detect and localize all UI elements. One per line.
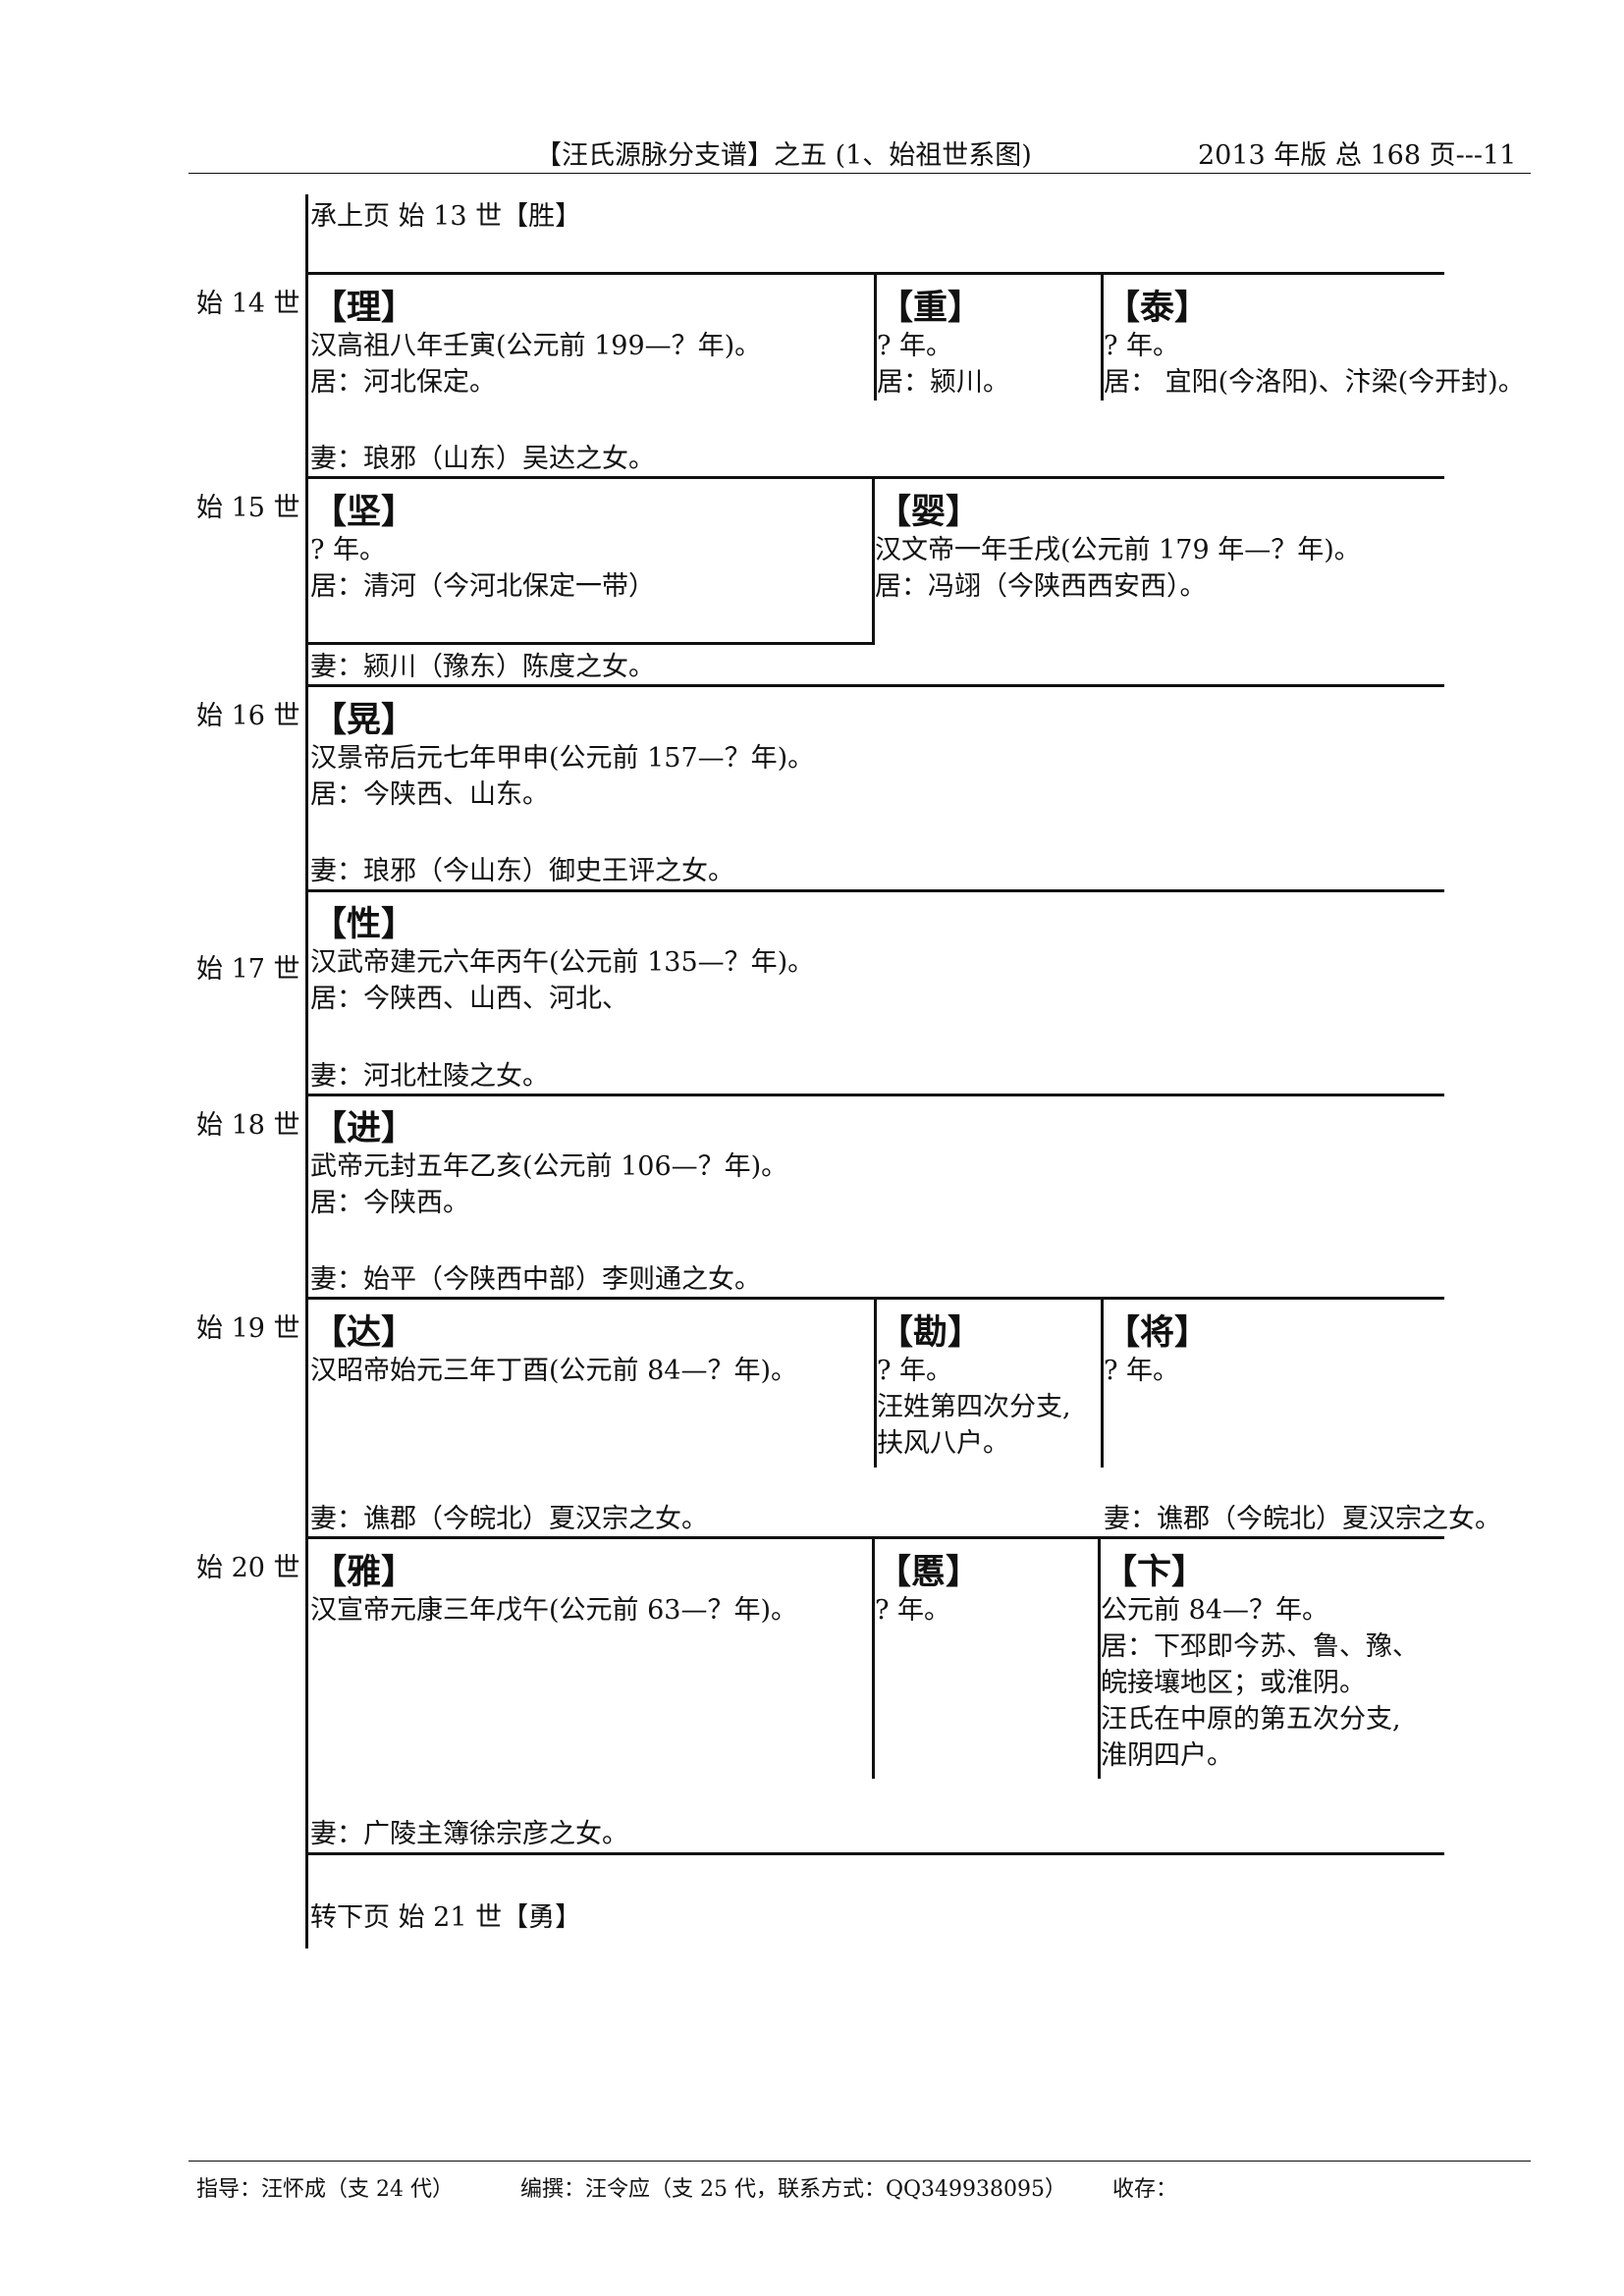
person-line: 皖接壤地区；或淮阴。 bbox=[1101, 1668, 1366, 1698]
person-line: 居：颍川。 bbox=[877, 367, 1009, 398]
gen15-rule bbox=[305, 476, 1444, 479]
wife-line: 妻：谯郡（今皖北）夏汉宗之女。 bbox=[310, 1504, 708, 1534]
gen19-label: 始 19 世 bbox=[196, 1313, 300, 1344]
gen20-label: 始 20 世 bbox=[196, 1553, 300, 1583]
person-line: 居：下邳即今苏、鲁、豫、 bbox=[1101, 1631, 1419, 1662]
person-line: ? 年。 bbox=[877, 331, 953, 361]
gen16-rule bbox=[305, 684, 1444, 687]
person-line: 汉昭帝始元三年丁酉(公元前 84—？年)。 bbox=[310, 1356, 798, 1386]
person-name: 【将】 bbox=[1106, 1313, 1210, 1353]
person-name: 【进】 bbox=[312, 1109, 416, 1148]
gen17-rule bbox=[305, 889, 1444, 892]
gen18-rule bbox=[305, 1094, 1444, 1096]
person-line: ? 年。 bbox=[875, 1595, 951, 1626]
person-name: 【勘】 bbox=[879, 1313, 983, 1353]
branch-line bbox=[874, 1297, 877, 1468]
header-rule bbox=[189, 173, 1531, 174]
trunk-line bbox=[305, 194, 308, 1949]
bottom-rule bbox=[305, 1852, 1444, 1855]
person-line: 公元前 84—？年。 bbox=[1101, 1595, 1328, 1626]
person-line: 居：清河（今河北保定一带） bbox=[310, 571, 655, 602]
header-edition: 2013 年版 总 168 页---11 bbox=[1198, 140, 1517, 171]
branch-bottom-line bbox=[305, 642, 875, 645]
person-line: 居：冯翊（今陕西西安西）。 bbox=[875, 571, 1207, 602]
person-name: 【慝】 bbox=[877, 1553, 981, 1592]
header-title: 【汪氏源脉分支谱】之五 (1、始祖世系图) bbox=[535, 140, 1032, 171]
wife-line: 妻：始平（今陕西中部）李则通之女。 bbox=[310, 1264, 761, 1295]
gen17-label: 始 17 世 bbox=[196, 954, 300, 985]
person-line: ? 年。 bbox=[877, 1356, 953, 1386]
branch-line bbox=[874, 272, 877, 400]
gen16-label: 始 16 世 bbox=[196, 701, 300, 731]
person-name: 【达】 bbox=[312, 1313, 416, 1353]
person-line: ? 年。 bbox=[310, 535, 387, 565]
branch-line bbox=[1098, 1536, 1101, 1779]
person-line: 居：今陕西、山西、河北、 bbox=[310, 984, 628, 1014]
gen18-label: 始 18 世 bbox=[196, 1110, 300, 1141]
wife-line: 妻：琅邪（山东）吴达之女。 bbox=[310, 444, 655, 474]
branch-line bbox=[872, 476, 875, 645]
wife-line: 妻：河北杜陵之女。 bbox=[310, 1061, 549, 1092]
person-name: 【坚】 bbox=[312, 493, 416, 532]
gen14-label: 始 14 世 bbox=[196, 289, 300, 319]
person-line: 汉景帝后元七年甲申(公元前 157—？年)。 bbox=[310, 743, 815, 774]
person-line: 居： 宜阳(今洛阳)、汴梁(今开封)。 bbox=[1104, 367, 1525, 398]
footer-guide: 指导：汪怀成（支 24 代） bbox=[196, 2177, 454, 2202]
person-name: 【婴】 bbox=[877, 493, 981, 532]
person-line: 居：河北保定。 bbox=[310, 367, 496, 398]
continue-to: 转下页 始 21 世【勇】 bbox=[310, 1902, 582, 1933]
person-name: 【理】 bbox=[312, 289, 416, 328]
person-line: 汉文帝一年壬戌(公元前 179 年—？年)。 bbox=[875, 535, 1361, 565]
branch-line bbox=[1101, 272, 1104, 400]
person-line: 汉武帝建元六年丙午(公元前 135—？年)。 bbox=[310, 947, 815, 978]
person-name: 【卞】 bbox=[1103, 1553, 1207, 1592]
person-line: ? 年。 bbox=[1104, 331, 1180, 361]
person-line: 扶风八户。 bbox=[877, 1428, 1009, 1459]
footer-collect: 收存： bbox=[1112, 2177, 1178, 2202]
wife-line: 妻：谯郡（今皖北）夏汉宗之女。 bbox=[1104, 1504, 1501, 1534]
person-line: 居：今陕西。 bbox=[310, 1188, 469, 1218]
person-line: 汉高祖八年壬寅(公元前 199—？年)。 bbox=[310, 331, 762, 361]
wife-line: 妻：颍川（豫东）陈度之女。 bbox=[310, 652, 655, 682]
gen20-rule bbox=[305, 1536, 1444, 1539]
person-line: 淮阴四户。 bbox=[1101, 1740, 1233, 1771]
person-line: ? 年。 bbox=[1104, 1356, 1180, 1386]
person-line: 汪姓第四次分支, bbox=[877, 1392, 1071, 1422]
person-name: 【泰】 bbox=[1106, 289, 1210, 328]
person-line: 汪氏在中原的第五次分支, bbox=[1101, 1704, 1401, 1735]
footer-rule bbox=[189, 2161, 1531, 2162]
person-name: 【重】 bbox=[879, 289, 983, 328]
branch-line bbox=[872, 1536, 875, 1779]
person-line: 武帝元封五年乙亥(公元前 106—？年)。 bbox=[310, 1151, 788, 1182]
person-name: 【晃】 bbox=[312, 701, 416, 740]
footer-editor: 编撰：汪令应（支 25 代，联系方式：QQ349938095） bbox=[520, 2177, 1067, 2202]
branch-line bbox=[1101, 1297, 1104, 1468]
person-name: 【性】 bbox=[312, 905, 416, 944]
continue-from: 承上页 始 13 世【胜】 bbox=[310, 201, 582, 232]
gen15-label: 始 15 世 bbox=[196, 493, 300, 523]
wife-line: 妻：琅邪（今山东）御史王评之女。 bbox=[310, 856, 734, 886]
wife-line: 妻：广陵主簿徐宗彦之女。 bbox=[310, 1819, 628, 1849]
person-line: 汉宣帝元康三年戊午(公元前 63—？年)。 bbox=[310, 1595, 798, 1626]
person-line: 居：今陕西、山东。 bbox=[310, 779, 549, 810]
person-name: 【雅】 bbox=[312, 1553, 416, 1592]
